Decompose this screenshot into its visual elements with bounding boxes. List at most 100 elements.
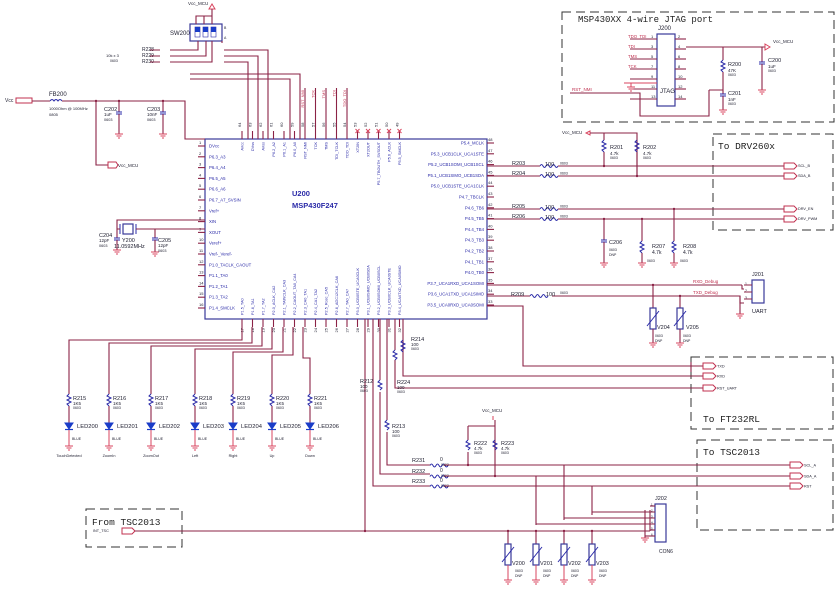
mcu-pin-number: 11: [199, 248, 204, 253]
vcc-port: [15, 97, 33, 104]
drv-port-icon: [783, 172, 798, 180]
c206-ref: C206: [609, 240, 622, 246]
r228-ref: R228: [142, 47, 154, 53]
led-ref: LED205: [280, 424, 301, 430]
c203-capacitor-icon: [160, 111, 166, 115]
mcu-pin-name: P3.2_UCB0SOMI_UCB0SCL: [377, 266, 381, 315]
uart-label: UART: [752, 309, 768, 315]
tvs-pkg: 0603: [515, 569, 523, 573]
mcu-pin-number: 39: [488, 234, 493, 239]
r202-value: 4.7k: [643, 151, 652, 156]
jtag-pin-number: 8: [678, 64, 681, 69]
tsc-pullup-icon: [464, 439, 499, 451]
ground-icon: [105, 445, 113, 451]
tsc-port-label: SDA_A: [804, 475, 817, 479]
r214-ref: R214: [411, 337, 424, 343]
r207-ref: R207: [652, 244, 665, 250]
c205-ref: C205: [158, 238, 171, 244]
r229-ref: R229: [142, 53, 154, 59]
drv-port-icon: [783, 205, 798, 213]
sw200-ref: SW200: [170, 31, 190, 37]
c201-pkg: 0603: [728, 102, 736, 106]
fb200-value: 1000Ohm @ 100MHz: [49, 106, 88, 111]
mcu-pin-number: 42: [488, 202, 493, 207]
connector-pin-number: 4: [651, 521, 653, 525]
top-net-label: TDI: [332, 90, 337, 96]
r207-pkg: 0603: [647, 259, 655, 263]
mcu-pin-name: TDI_TCLK: [335, 142, 339, 160]
connector-pin-number: 3: [651, 515, 653, 519]
v205-ref: V205: [686, 325, 699, 331]
v205-note: DNP: [683, 339, 691, 343]
y200-ref: Y200: [122, 238, 135, 244]
mcu-pin-name: P3.7_UCA1RXD_UCA1SOMI: [427, 281, 484, 286]
mcu-pin-name: DVss: [251, 142, 255, 151]
r213-value: 100: [392, 429, 400, 434]
vcc-label: Vcc: [5, 98, 14, 104]
tvs-ref: V202: [568, 561, 581, 567]
led-color: BLUE: [198, 437, 208, 441]
tvs-pkg: 0603: [599, 569, 607, 573]
mcu-pin-name: TMS: [325, 142, 329, 150]
drv-resistor-pkg: 0603: [560, 215, 568, 219]
mcu-pin-number: 29: [366, 327, 371, 332]
mcu-pin-number: 41: [488, 213, 493, 218]
no-connect-icon: [355, 128, 360, 134]
mcu-pin-name: P2.3_CA0_TA1: [304, 289, 308, 315]
sw-pos-a: A: [224, 36, 227, 40]
jtag-net-label: TDI: [628, 44, 635, 49]
tsc-port-icon: [789, 461, 804, 469]
j202-ref: J202: [655, 496, 667, 502]
mcu-pin-name: AVss: [262, 142, 266, 151]
ground-icon: [306, 445, 314, 451]
mcu-pin-name: P3.6_UCA1TXD_UCA1SIMO: [428, 292, 485, 297]
r222-ref: R222: [474, 441, 487, 447]
mcu-pin-name: P4.0_TB0: [465, 270, 485, 275]
ground-icon: [758, 89, 766, 95]
mcu-pin-number: 37: [488, 256, 493, 261]
mcu-pin-number: 61: [269, 122, 274, 127]
mcu-pin-name: P6.3_A3: [209, 154, 226, 159]
led-resistor-ref: R220: [276, 396, 289, 402]
jtag-pin-number: 5: [651, 54, 654, 59]
led-wire: [194, 327, 273, 394]
mcu-pin-number: 52: [363, 122, 368, 127]
mcu-pin-name: P6.6_A6: [209, 187, 226, 192]
led-resistor-icon: [229, 393, 237, 407]
vcc-mcu-label: Vcc_MCU: [118, 163, 138, 168]
led-resistor-icon: [105, 393, 113, 407]
drv-resistor-ref: R203: [512, 161, 525, 167]
ft232-port-label: TXD: [717, 365, 725, 369]
connector-pin-number: 5: [651, 527, 653, 531]
mcu-pin-name: P2.4_CA1_TA2: [314, 289, 318, 315]
mcu-pin-number: 43: [488, 191, 493, 196]
j201-body: [751, 279, 765, 304]
mcu-pin-number: 16: [199, 302, 204, 307]
mcu-pin-number: 31: [387, 327, 392, 332]
ground-icon: [504, 579, 512, 585]
mcu-pin-number: 40: [488, 223, 493, 228]
c203-pkg: 0603: [147, 118, 155, 122]
txd-debug-net: TXD_Debug: [693, 290, 718, 295]
mcu-pin-number: 13: [199, 270, 204, 275]
top-net-label: RST_NMI: [300, 90, 305, 108]
c202-value: 1uF: [104, 112, 112, 117]
jtag-pin-number: 13: [651, 94, 656, 99]
led-resistor-ref: R221: [314, 396, 327, 402]
led-wire: [271, 327, 294, 394]
mcu-pin-name: Vref+: [209, 208, 220, 213]
tsc-resistor-value: 0: [440, 468, 443, 474]
c204-value: 12pF: [99, 238, 110, 243]
ft232-port-icon: [702, 362, 717, 370]
mcu-pin-name: XOUT: [209, 230, 221, 235]
rxd-debug-net: RXD_Debug: [693, 279, 719, 284]
r212-value: 100: [360, 384, 368, 389]
r201-ref: R201: [610, 145, 623, 151]
sw-vcc-label: Vcc_MCU: [188, 1, 208, 6]
led-resistor-value: 1K5: [276, 401, 285, 406]
led-resistor-pkg: 0603: [276, 406, 284, 410]
mcu-pin-number: 35: [488, 277, 493, 282]
mcu-pin-number: 62: [258, 122, 263, 127]
no-connect-icon: [386, 128, 392, 134]
mcu-pin-name: XIN: [209, 219, 216, 224]
